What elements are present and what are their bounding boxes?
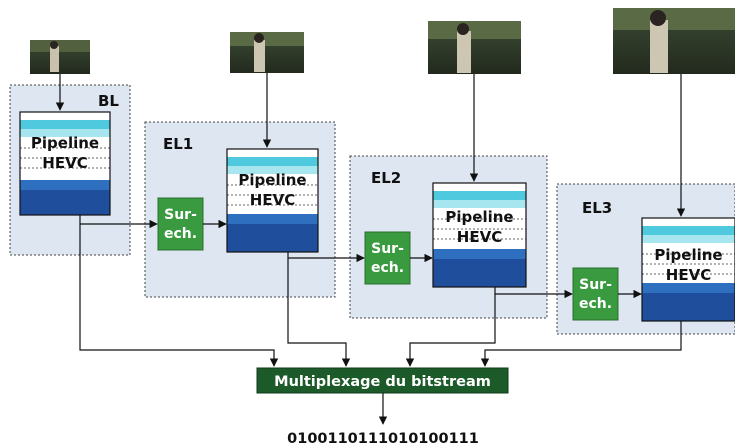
upsample-box-el3: Sur- ech. bbox=[572, 267, 619, 321]
pipeline-el2-line1: Pipeline bbox=[445, 208, 513, 226]
input-image-el2 bbox=[428, 21, 521, 74]
pipeline-el3-line2: HEVC bbox=[666, 266, 711, 284]
upsample-el1-line2: ech. bbox=[164, 226, 197, 242]
output-bitstream: 0100110111010100111 bbox=[287, 431, 479, 447]
layer-label-el1: EL1 bbox=[163, 135, 193, 153]
layer-label-bl: BL bbox=[98, 92, 119, 110]
pipeline-el3: Pipeline HEVC bbox=[641, 217, 735, 322]
multiplexer-label: Multiplexage du bitstream bbox=[274, 374, 491, 390]
pipeline-bl: Pipeline HEVC bbox=[19, 111, 111, 216]
arrow-bl-to-mux bbox=[79, 224, 279, 367]
upsample-el1-line1: Sur- bbox=[164, 207, 197, 223]
upsample-el2-line1: Sur- bbox=[371, 241, 404, 257]
layer-label-el2: EL2 bbox=[371, 169, 401, 187]
layer-label-el3: EL3 bbox=[582, 199, 612, 217]
pipeline-el3-line1: Pipeline bbox=[654, 246, 722, 264]
pipeline-el2-line2: HEVC bbox=[457, 228, 502, 246]
pipeline-el1: Pipeline HEVC bbox=[226, 148, 319, 253]
arrow-el2-to-mux bbox=[405, 294, 496, 367]
input-image-bl bbox=[30, 40, 90, 74]
upsample-box-el2: Sur- ech. bbox=[364, 231, 411, 285]
input-image-el1 bbox=[230, 32, 304, 73]
pipeline-el1-line2: HEVC bbox=[250, 191, 295, 209]
upsample-el3-line2: ech. bbox=[579, 296, 612, 312]
input-image-el3 bbox=[613, 8, 735, 74]
upsample-box-el1: Sur- ech. bbox=[157, 197, 204, 251]
arrow-el1-to-mux bbox=[287, 258, 351, 367]
pipeline-bl-line2: HEVC bbox=[42, 154, 87, 172]
pipeline-bl-line1: Pipeline bbox=[31, 134, 99, 152]
pipeline-el1-line1: Pipeline bbox=[238, 171, 306, 189]
upsample-el2-line2: ech. bbox=[371, 260, 404, 276]
arrow-el3-to-mux bbox=[480, 321, 682, 367]
upsample-el3-line1: Sur- bbox=[579, 277, 612, 293]
pipeline-el2: Pipeline HEVC bbox=[432, 182, 527, 288]
multiplexer-box: Multiplexage du bitstream bbox=[256, 367, 509, 394]
